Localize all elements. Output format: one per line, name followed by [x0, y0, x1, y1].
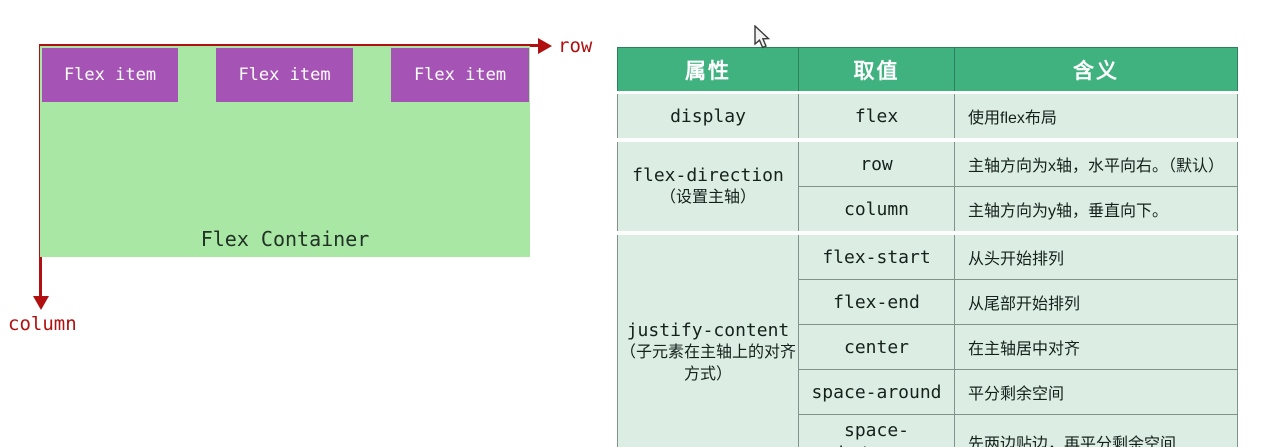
meaning-cell: 主轴方向为x轴，水平向右。（默认）	[954, 138, 1238, 187]
meaning-cell: 平分剩余空间	[954, 369, 1238, 415]
mouse-cursor-icon	[754, 25, 771, 49]
header-property: 属性	[617, 47, 799, 94]
table-header-row: 属性 取值 含义	[617, 47, 1238, 94]
table-row: space-around 平分剩余空间	[618, 369, 1238, 415]
table-row: flex-direction （设置主轴） row 主轴方向为x轴，水平向右。（…	[617, 138, 1238, 234]
flex-container-label: Flex Container	[200, 227, 370, 251]
property-cell: display	[617, 92, 799, 141]
column-axis-arrowhead-icon	[33, 296, 49, 310]
meaning-cell: 主轴方向为y轴，垂直向下。	[954, 186, 1238, 234]
value-cell: space-around	[798, 369, 955, 415]
value-cell: space-between	[798, 414, 955, 447]
table-row: flex-end 从尾部开始排列	[618, 279, 1238, 325]
header-meaning: 含义	[954, 47, 1238, 94]
row-axis-line	[40, 44, 540, 47]
property-name: justify-content	[626, 319, 790, 341]
value-cell: flex-start	[798, 231, 955, 280]
property-cell: flex-direction （设置主轴）	[617, 138, 799, 234]
value-cell: flex	[798, 92, 955, 141]
meaning-cell: 从尾部开始排列	[954, 279, 1238, 325]
meaning-cell: 先两边贴边，再平分剩余空间	[954, 414, 1238, 447]
property-cell: justify-content （子元素在主轴上的对齐方式）	[617, 231, 799, 447]
table-row: justify-content （子元素在主轴上的对齐方式） flex-star…	[617, 231, 1238, 447]
meaning-cell: 使用flex布局	[954, 92, 1238, 141]
property-note: （子元素在主轴上的对齐方式）	[619, 343, 796, 383]
table-row: column 主轴方向为y轴，垂直向下。	[618, 186, 1238, 234]
value-cell: row	[798, 138, 955, 187]
table-row: space-between 先两边贴边，再平分剩余空间	[618, 414, 1238, 447]
value-cell: column	[798, 186, 955, 234]
flex-item-box: Flex item	[391, 48, 529, 102]
meaning-cell: 在主轴居中对齐	[954, 324, 1238, 370]
property-note: （设置主轴）	[659, 189, 756, 206]
value-cell: center	[798, 324, 955, 370]
row-axis-label: row	[558, 35, 593, 57]
row-axis-arrowhead-icon	[538, 38, 552, 54]
flex-item-box: Flex item	[216, 48, 353, 102]
column-axis-label: column	[8, 313, 77, 335]
flex-property-table: 属性 取值 含义 display flex 使用flex布局 flex-dire…	[617, 47, 1238, 447]
flex-item-box: Flex item	[42, 48, 178, 102]
header-value: 取值	[798, 47, 955, 94]
property-name: flex-direction	[632, 165, 784, 186]
table-row: display flex 使用flex布局	[617, 92, 1238, 141]
meaning-cell: 从头开始排列	[954, 231, 1238, 280]
flex-container-box: Flex item Flex item Flex item Flex Conta…	[40, 46, 530, 257]
value-cell: flex-end	[798, 279, 955, 325]
table-row: center 在主轴居中对齐	[618, 324, 1238, 370]
